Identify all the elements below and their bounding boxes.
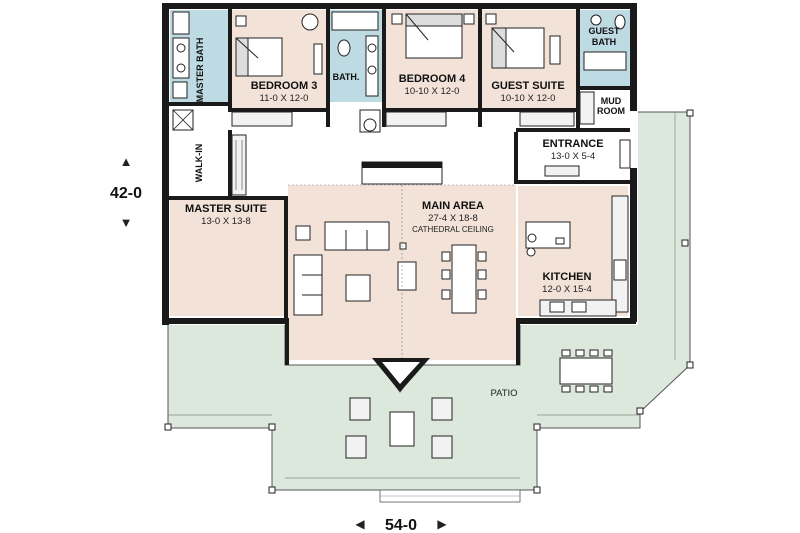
size-main-area: 27-4 X 18-8 xyxy=(428,213,478,224)
arrow-right-icon: ▶ xyxy=(437,517,447,531)
label-mud-room-1: MUD xyxy=(601,96,622,106)
label-patio: PATIO xyxy=(490,388,517,399)
fixtures xyxy=(172,11,631,392)
label-master-suite: MASTER SUITE xyxy=(185,203,267,215)
master-suite-floor xyxy=(170,198,286,316)
depth-dimension: 42-0 xyxy=(110,185,142,202)
closet-bedroom4 xyxy=(385,111,447,127)
arrow-down-icon: ▼ xyxy=(120,215,133,230)
walk-in-shelves xyxy=(231,134,247,196)
patio-deck xyxy=(164,109,694,503)
size-bedroom3: 11-0 X 12-0 xyxy=(260,93,309,104)
label-walk-in: WALK-IN xyxy=(194,144,204,183)
kitchen-island xyxy=(525,221,571,249)
closet-guest-suite xyxy=(519,111,575,127)
label-guest-bath-2: BATH xyxy=(592,37,616,47)
deck-post xyxy=(686,361,694,369)
label-entrance: ENTRANCE xyxy=(542,138,603,150)
size-kitchen: 12-0 X 15-4 xyxy=(542,284,592,295)
loveseat xyxy=(293,254,323,316)
toilet-bath xyxy=(337,39,351,57)
note-main-area: CATHEDRAL CEILING xyxy=(412,225,494,234)
label-bedroom4: BEDROOM 4 xyxy=(399,73,467,85)
entrance-bench xyxy=(544,165,580,177)
label-guest-suite: GUEST SUITE xyxy=(491,80,564,92)
master-tub xyxy=(172,11,190,35)
deck-post xyxy=(533,486,541,494)
mud-room-bench xyxy=(579,91,595,125)
armchair-bedroom3 xyxy=(301,13,319,31)
kitchen-floor xyxy=(518,186,628,316)
deck-post xyxy=(636,407,644,415)
dining-table xyxy=(451,244,477,314)
room-labels: MASTER BATH BEDROOM 3 11-0 X 12-0 BATH. … xyxy=(185,26,625,399)
patio-chair xyxy=(349,397,371,421)
label-kitchen: KITCHEN xyxy=(543,271,592,283)
coffee-table xyxy=(345,274,371,302)
patio-chair xyxy=(345,435,367,459)
label-guest-bath-1: GUEST xyxy=(588,26,620,36)
patio-chair xyxy=(431,397,453,421)
size-master-suite: 13-0 X 13-8 xyxy=(201,216,251,227)
arrow-left-icon: ◀ xyxy=(355,517,365,531)
sofa xyxy=(324,221,390,251)
size-entrance: 13-0 X 5-4 xyxy=(551,151,595,162)
size-bedroom4: 10-10 X 12-0 xyxy=(405,86,460,97)
deck-post xyxy=(686,109,694,117)
label-main-area: MAIN AREA xyxy=(422,200,484,212)
patio-dining-table xyxy=(559,357,613,385)
closet-bedroom3 xyxy=(231,111,293,127)
dresser-bedroom3 xyxy=(313,43,323,75)
kitchen-counter-right xyxy=(611,195,629,313)
patio-coffee-table xyxy=(389,411,415,447)
width-dimension: 54-0 xyxy=(385,517,417,533)
label-bedroom3: BEDROOM 3 xyxy=(251,80,318,92)
armchair-main xyxy=(397,261,417,291)
deck-post xyxy=(164,423,172,431)
label-bath: BATH. xyxy=(333,72,360,82)
walls xyxy=(162,3,637,365)
deck-post xyxy=(268,486,276,494)
tub-bath xyxy=(331,11,379,31)
master-shower xyxy=(172,81,188,99)
arrow-up-icon: ▲ xyxy=(120,154,133,169)
patio-chair xyxy=(431,435,453,459)
deck-post xyxy=(268,423,276,431)
deck-post xyxy=(681,239,689,247)
deck-post xyxy=(533,423,541,431)
size-guest-suite: 10-10 X 12-0 xyxy=(501,93,556,104)
tub-guest-bath xyxy=(583,51,627,71)
label-master-bath: MASTER BATH xyxy=(195,38,205,103)
overall-dimensions: ▲ 42-0 ▼ ◀ 54-0 ▶ xyxy=(110,154,447,533)
label-mud-room-2: ROOM xyxy=(597,106,625,116)
